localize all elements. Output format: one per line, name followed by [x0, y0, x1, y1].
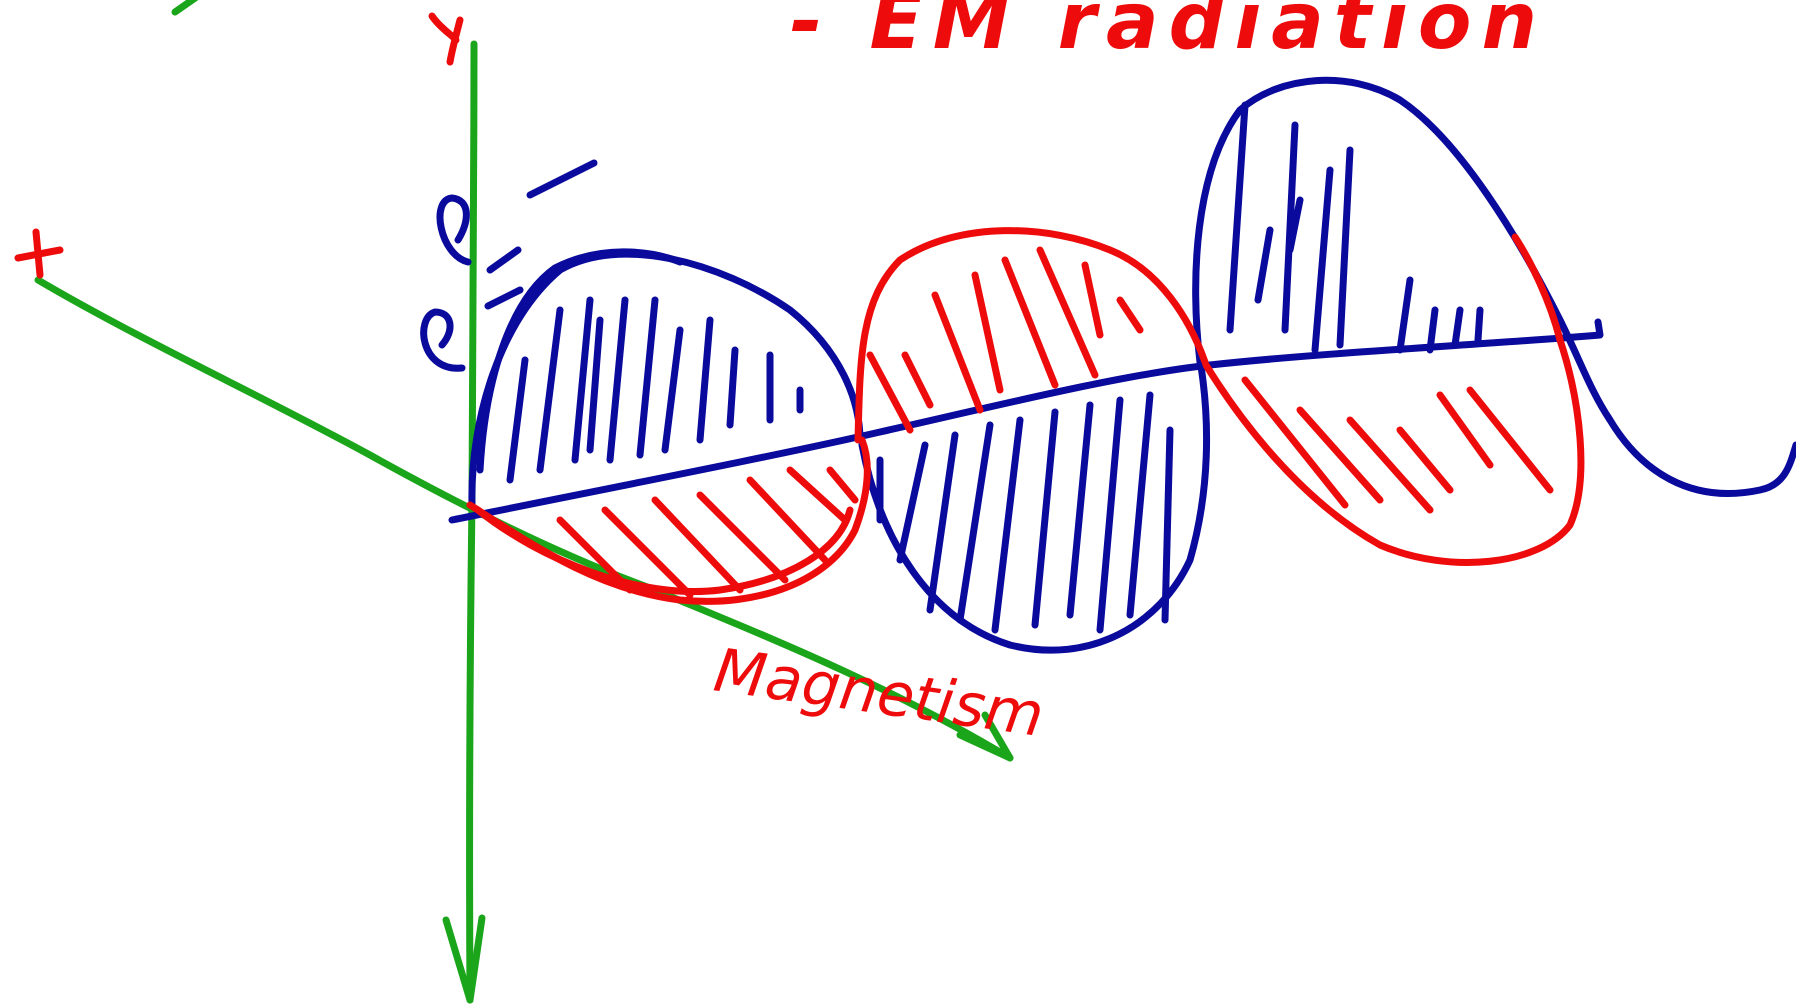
- electric-hatch-3: [1226, 101, 1484, 354]
- propagation-axis: [448, 318, 1604, 524]
- electric-lobe-2: [858, 356, 1211, 654]
- magnetic-lobe-3: [1202, 233, 1585, 566]
- y-axis-arrow: [442, 914, 486, 1004]
- magnetic-lobe-1-inner: [474, 506, 854, 596]
- electric-hatch-2: [876, 391, 1174, 634]
- y-axis-letter: [428, 12, 464, 66]
- electron-dash-middle: [486, 246, 522, 274]
- magnetic-hatch-3: [1241, 376, 1554, 514]
- electric-wave: [420, 76, 1796, 654]
- z-axis-arrow: [956, 711, 1014, 762]
- electron-dash-top: [526, 159, 598, 199]
- electric-lobe-3: [1192, 76, 1796, 497]
- electron-symbol-top: [436, 194, 472, 266]
- electric-hatch-1: [506, 296, 804, 484]
- magnetic-wave: [466, 227, 1585, 605]
- magnetic-hatch-2: [866, 246, 1144, 434]
- y-axis-line: [466, 40, 478, 1004]
- annotations: [14, 12, 464, 279]
- magnetism-label: Magnetism: [710, 636, 1048, 751]
- magnetic-hatch-1: [556, 466, 859, 599]
- title-fragment: - EM radiation: [790, 0, 1547, 67]
- electron-symbol-bottom: [420, 308, 466, 372]
- electric-lobe-1-inner: [476, 248, 684, 474]
- magnetic-lobe-2: [854, 227, 1209, 444]
- electron-dash-bottom: [484, 286, 524, 310]
- x-axis-marker: [14, 228, 64, 279]
- corner-axis-fragment: [171, 0, 199, 16]
